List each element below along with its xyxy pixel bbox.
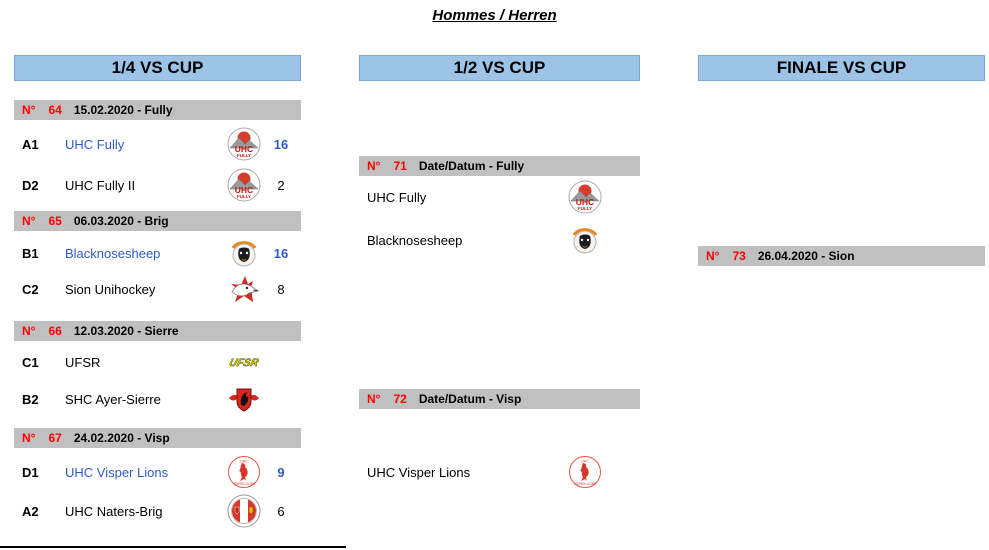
team-row: A1 UHC Fully UHC FULLY 16 [14, 127, 301, 161]
match-number: 71 [393, 159, 407, 173]
page-title: Hommes / Herren [432, 7, 557, 24]
uhc-visper-lions-logo-icon: UHC VISPER-LIONS [568, 455, 602, 489]
team-name: SHC Ayer-Sierre [65, 391, 161, 407]
match-header-67: N° 67 24.02.2020 - Visp [14, 428, 301, 448]
svg-text:FULLY: FULLY [578, 206, 592, 211]
team-score: 6 [277, 503, 285, 519]
team-score: 8 [277, 281, 285, 297]
blacknosesheep-logo-icon [227, 236, 261, 270]
match-date-location: 15.02.2020 - Fully [73, 103, 173, 117]
match-number: 67 [48, 431, 62, 445]
match-date-location: 06.03.2020 - Brig [73, 214, 169, 228]
team-name: Blacknosesheep [367, 232, 463, 248]
svg-text:UHC: UHC [240, 460, 248, 464]
uhc-fully-logo-icon: UHC FULLY [227, 168, 261, 202]
match-number: 72 [393, 392, 407, 406]
team-name: UHC Fully II [65, 177, 136, 193]
svg-text:FULLY: FULLY [237, 194, 251, 199]
seed-code: A2 [22, 503, 39, 519]
svg-text:VISPER-LIONS: VISPER-LIONS [574, 482, 596, 486]
team-name: UHC Visper Lions [65, 464, 169, 480]
match-header-64: N° 64 15.02.2020 - Fully [14, 100, 301, 120]
match-date-location: Date/Datum - Fully [418, 159, 525, 173]
uhc-naters-brig-logo-icon [227, 494, 261, 528]
ufsr-logo-icon: UFSR [227, 345, 261, 379]
team-row: Blacknosesheep [359, 223, 640, 257]
svg-text:UHC: UHC [581, 460, 589, 464]
team-row: D1 UHC Visper Lions UHC VISPER-LIONS 9 [14, 455, 301, 489]
seed-code: C2 [22, 281, 39, 297]
match-no-label: N° [22, 324, 36, 338]
team-score: 16 [273, 136, 289, 152]
team-score: 16 [273, 245, 289, 261]
team-row: C1 UFSR UFSR [14, 345, 301, 379]
blacknosesheep-logo-icon [568, 223, 602, 257]
match-no-label: N° [367, 392, 381, 406]
match-no-label: N° [367, 159, 381, 173]
match-no-label: N° [22, 214, 36, 228]
column-semifinals: 1/2 VS CUP N° 71 Date/Datum - Fully UHC … [359, 0, 640, 550]
seed-code: D1 [22, 464, 39, 480]
match-number: 66 [48, 324, 62, 338]
match-no-label: N° [22, 103, 36, 117]
column-quarterfinals: 1/4 VS CUP N° 64 15.02.2020 - Fully A1 U… [14, 0, 301, 550]
team-score: 9 [277, 464, 285, 480]
team-name: UHC Naters-Brig [65, 503, 163, 519]
team-name: UHC Visper Lions [367, 464, 471, 480]
match-date-location: 24.02.2020 - Visp [73, 431, 170, 445]
match-header-65: N° 65 06.03.2020 - Brig [14, 211, 301, 231]
seed-code: C1 [22, 354, 39, 370]
uhc-fully-logo-icon: UHC FULLY [568, 180, 602, 214]
match-no-label: N° [706, 249, 720, 263]
match-date-location: 12.03.2020 - Sierre [73, 324, 179, 338]
svg-text:UHC: UHC [576, 197, 594, 207]
match-header-66: N° 66 12.03.2020 - Sierre [14, 321, 301, 341]
team-name: UHC Fully [367, 189, 427, 205]
column-header-quarterfinals: 1/4 VS CUP [14, 55, 301, 81]
match-number: 64 [48, 103, 62, 117]
seed-code: D2 [22, 177, 39, 193]
uhc-fully-logo-icon: UHC FULLY [227, 127, 261, 161]
shc-ayer-sierre-logo-icon [227, 382, 261, 416]
match-header-73: N° 73 26.04.2020 - Sion [698, 246, 985, 266]
match-number: 73 [732, 249, 746, 263]
seed-code: B2 [22, 391, 39, 407]
match-header-72: N° 72 Date/Datum - Visp [359, 389, 640, 409]
match-header-71: N° 71 Date/Datum - Fully [359, 156, 640, 176]
sion-unihockey-logo-icon [227, 272, 261, 306]
team-name: UFSR [65, 354, 101, 370]
match-number: 65 [48, 214, 62, 228]
svg-text:VISPER-LIONS: VISPER-LIONS [233, 482, 255, 486]
team-name: UHC Fully [65, 136, 125, 152]
uhc-visper-lions-logo-icon: UHC VISPER-LIONS [227, 455, 261, 489]
column-header-final: FINALE VS CUP [698, 55, 985, 81]
team-row: C2 Sion Unihockey 8 [14, 272, 301, 306]
team-row: B2 SHC Ayer-Sierre [14, 382, 301, 416]
match-date-location: Date/Datum - Visp [418, 392, 522, 406]
team-row: UHC Fully UHC FULLY [359, 180, 640, 214]
team-row: A2 UHC Naters-Brig 6 [14, 494, 301, 528]
team-score: 2 [277, 177, 285, 193]
match-no-label: N° [22, 431, 36, 445]
team-row: D2 UHC Fully II UHC FULLY 2 [14, 168, 301, 202]
svg-text:FULLY: FULLY [237, 153, 251, 158]
team-row: UHC Visper Lions UHC VISPER-LIONS [359, 455, 640, 489]
svg-text:UFSR: UFSR [228, 357, 260, 369]
seed-code: B1 [22, 245, 39, 261]
team-row: B1 Blacknosesheep 16 [14, 236, 301, 270]
seed-code: A1 [22, 136, 39, 152]
column-final: FINALE VS CUP N° 73 26.04.2020 - Sion [698, 0, 985, 550]
team-name: Blacknosesheep [65, 245, 161, 261]
svg-text:UHC: UHC [235, 144, 253, 154]
svg-text:UHC: UHC [235, 185, 253, 195]
column-header-semifinals: 1/2 VS CUP [359, 55, 640, 81]
match-date-location: 26.04.2020 - Sion [757, 249, 855, 263]
team-name: Sion Unihockey [65, 281, 156, 297]
bottom-divider [0, 546, 346, 548]
